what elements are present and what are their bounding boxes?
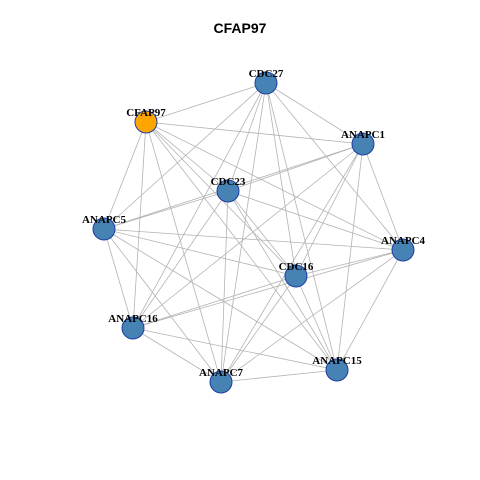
edge-anapc5-anapc4 (103, 228, 404, 251)
node-label-cfap97: CFAP97 (126, 107, 166, 119)
node-layer (92, 71, 415, 394)
node-label-anapc7: ANAPC7 (199, 367, 243, 379)
edge-anapc1-anapc7 (220, 143, 364, 383)
edge-cdc27-anapc16 (132, 82, 267, 329)
edge-cdc16-anapc15 (295, 275, 338, 371)
node-cdc16 (284, 264, 308, 288)
edge-anapc1-cdc23 (227, 143, 364, 192)
node-cdc27 (254, 71, 278, 95)
edge-cdc23-anapc5 (103, 190, 229, 230)
edge-cdc16-anapc16 (132, 275, 297, 329)
node-label-anapc16: ANAPC16 (108, 313, 158, 325)
node-label-anapc1: ANAPC1 (341, 129, 385, 141)
edge-cdc27-anapc5 (103, 82, 267, 230)
edge-anapc4-anapc7 (220, 249, 404, 383)
edge-anapc4-anapc15 (336, 249, 404, 371)
edge-cdc23-cdc16 (227, 190, 297, 277)
edge-cfap97-anapc5 (103, 121, 147, 230)
edge-cdc27-anapc1 (265, 82, 364, 145)
node-label-anapc4: ANAPC4 (381, 235, 425, 247)
edge-cfap97-cdc27 (145, 82, 267, 123)
edge-anapc5-anapc7 (103, 228, 222, 383)
edge-anapc16-anapc15 (132, 327, 338, 371)
edge-anapc1-anapc4 (362, 143, 404, 251)
node-anapc15 (325, 358, 349, 382)
edge-cfap97-anapc4 (145, 121, 404, 251)
node-label-anapc15: ANAPC15 (312, 355, 362, 367)
edge-cfap97-anapc16 (132, 121, 147, 329)
node-label-cdc16: CDC16 (279, 261, 314, 273)
node-cdc23 (216, 179, 240, 203)
node-anapc16 (121, 316, 145, 340)
edge-anapc16-anapc7 (132, 327, 222, 383)
edge-cdc27-cdc23 (227, 82, 267, 192)
edge-cdc27-anapc7 (220, 82, 267, 383)
edge-anapc5-anapc15 (103, 228, 338, 371)
edge-anapc4-anapc16 (132, 249, 404, 329)
edge-cdc27-anapc15 (265, 82, 338, 371)
edge-cfap97-cdc23 (145, 121, 229, 192)
edge-cfap97-anapc7 (145, 121, 222, 383)
node-label-cdc23: CDC23 (211, 176, 246, 188)
node-label-cdc27: CDC27 (249, 68, 284, 80)
edge-anapc4-cdc16 (295, 249, 404, 277)
edge-cdc23-anapc4 (227, 190, 404, 251)
node-anapc4 (391, 238, 415, 262)
edge-anapc1-cdc16 (295, 143, 364, 277)
edge-layer (103, 82, 404, 383)
edge-anapc5-cdc16 (103, 228, 297, 277)
edge-anapc15-anapc7 (220, 369, 338, 383)
node-anapc7 (209, 370, 233, 394)
label-layer: CDC27CFAP97ANAPC1CDC23ANAPC5ANAPC4CDC16A… (82, 68, 425, 379)
edge-cfap97-anapc1 (145, 121, 364, 145)
node-anapc5 (92, 217, 116, 241)
edge-cdc23-anapc7 (220, 190, 229, 383)
edge-anapc1-anapc15 (336, 143, 364, 371)
graph-title: CFAP97 (213, 20, 267, 36)
edge-anapc5-anapc16 (103, 228, 134, 329)
node-anapc1 (351, 132, 375, 156)
node-label-anapc5: ANAPC5 (82, 214, 126, 226)
edge-cdc27-cdc16 (265, 82, 297, 277)
edge-anapc1-anapc16 (132, 143, 364, 329)
edge-cdc16-anapc7 (220, 275, 297, 383)
edge-cdc23-anapc16 (132, 190, 229, 329)
node-cfap97 (134, 110, 158, 134)
